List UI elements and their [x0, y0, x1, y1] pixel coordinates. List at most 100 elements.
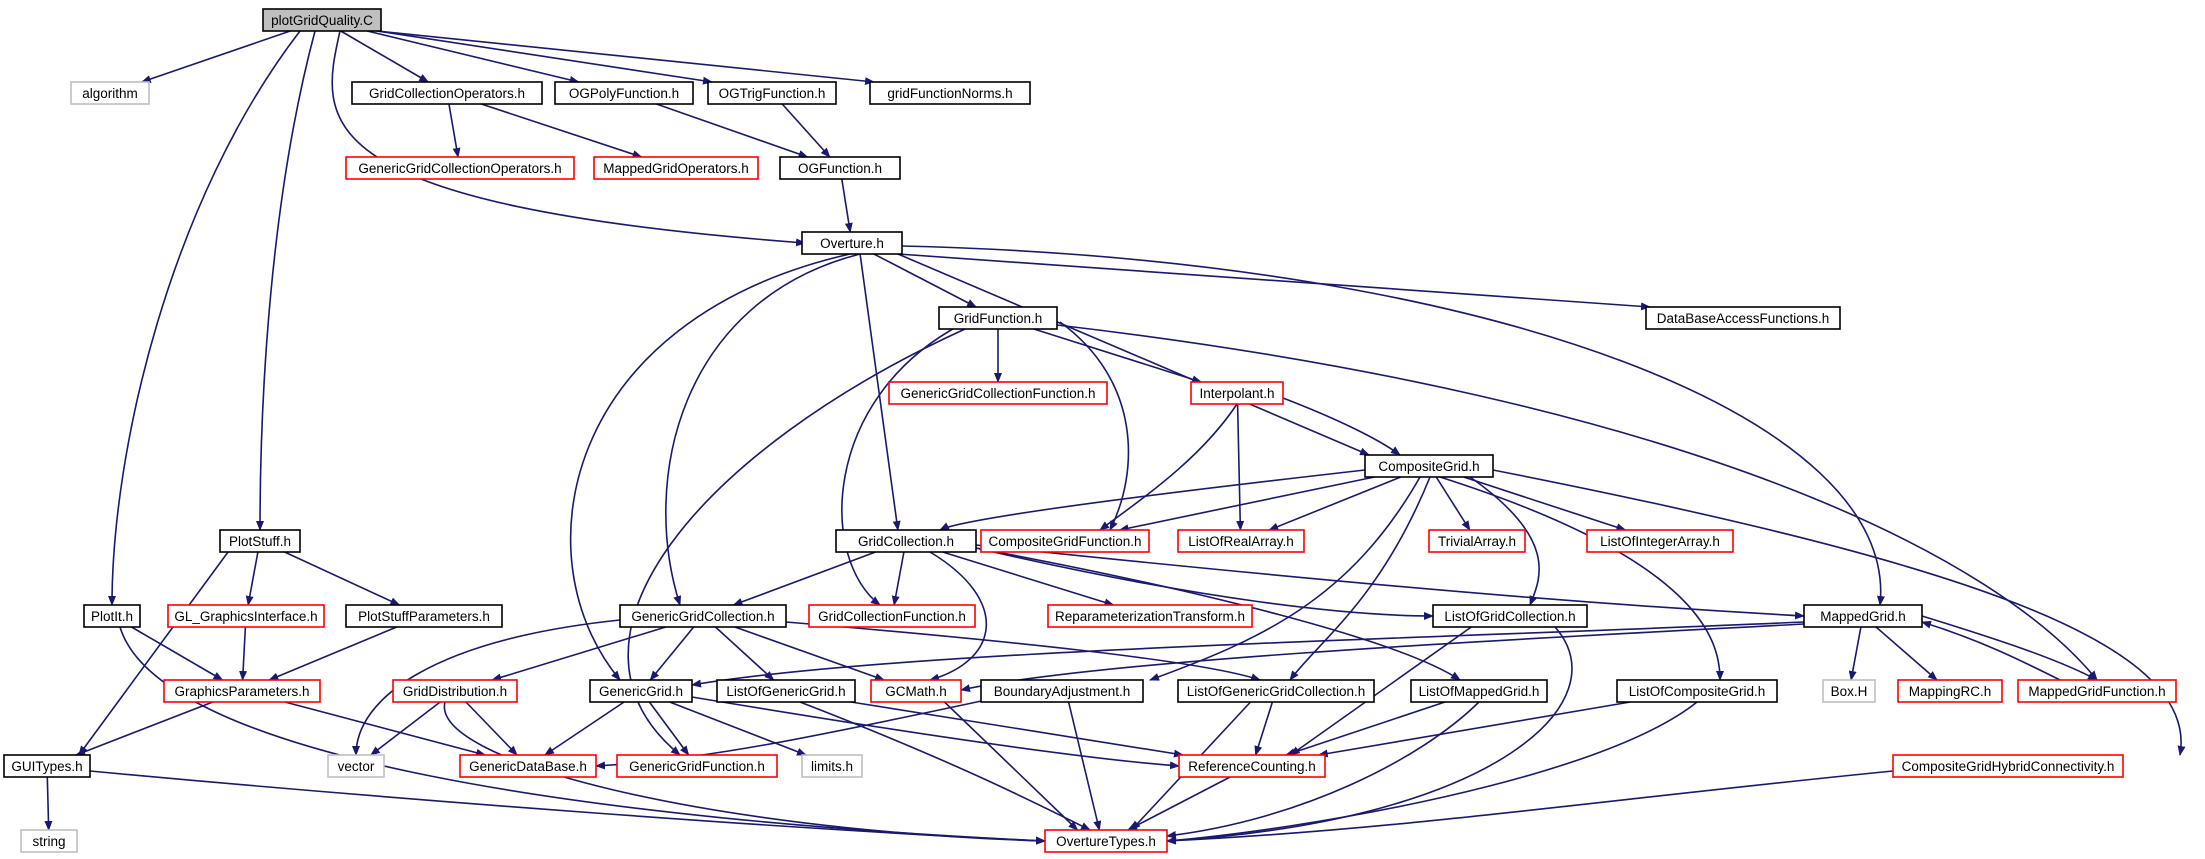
- node-box: [1586, 529, 1734, 553]
- edge-compositegrid-to-boundaryadjustment: [1149, 476, 1421, 681]
- node-compositegrid[interactable]: CompositeGrid.h: [1364, 454, 1494, 478]
- node-limits[interactable]: limits.h: [801, 754, 863, 778]
- edge-genericgrid-to-genericgridfunction: [648, 701, 690, 756]
- node-label: MappedGridOperators.h: [603, 161, 749, 176]
- node-gcmath[interactable]: GCMath.h: [870, 679, 962, 703]
- node-listofmappedgrid[interactable]: ListOfMappedGrid.h: [1410, 679, 1548, 703]
- edge-mappedgrid-to-gcmath: [960, 623, 1805, 693]
- node-mappedgridfunction[interactable]: MappedGridFunction.h: [2017, 679, 2177, 703]
- node-overturetypes[interactable]: OvertureTypes.h: [1044, 829, 1168, 853]
- node-box: [593, 156, 759, 180]
- node-mappedgrid[interactable]: MappedGrid.h: [1803, 604, 1923, 628]
- edge-listofmappedgrid-to-referencecounting: [1285, 701, 1446, 756]
- node-vector[interactable]: vector: [327, 754, 385, 778]
- node-plotgridquality[interactable]: plotGridQuality.C: [262, 8, 382, 32]
- node-label: PlotStuffParameters.h: [358, 609, 490, 624]
- node-label: vector: [338, 759, 375, 774]
- edge-listofcompositegrid-to-overturetypes: [1166, 701, 1698, 845]
- node-trivialarray[interactable]: TrivialArray.h: [1428, 529, 1526, 553]
- node-genericgridfunction[interactable]: GenericGridFunction.h: [616, 754, 778, 778]
- node-label: Overture.h: [820, 236, 884, 251]
- node-listofcompositegrid[interactable]: ListOfCompositeGrid.h: [1616, 679, 1778, 703]
- edge-interpolant-to-listofrealarray: [1236, 403, 1245, 531]
- node-listofgenericgridcollection[interactable]: ListOfGenericGridCollection.h: [1177, 679, 1375, 703]
- edge-gcmath-to-overturetypes: [943, 701, 1079, 831]
- node-label: limits.h: [811, 759, 853, 774]
- node-compositegridhybridconnectivity[interactable]: CompositeGridHybridConnectivity.h: [1892, 754, 2124, 778]
- node-box: [1410, 679, 1548, 703]
- node-mappedgridoperators[interactable]: MappedGridOperators.h: [593, 156, 759, 180]
- edge-mappedgridfunction-to-mappedgrid: [1921, 620, 2061, 681]
- node-box: [262, 8, 382, 32]
- node-label: PlotIt.h: [91, 609, 133, 624]
- edge-genericgridcollection-to-listofgenericgrid: [714, 626, 775, 681]
- node-label: GraphicsParameters.h: [174, 684, 309, 699]
- node-boundaryadjustment[interactable]: BoundaryAdjustment.h: [980, 679, 1144, 703]
- node-listofrealarray[interactable]: ListOfRealArray.h: [1177, 529, 1305, 553]
- node-label: MappedGrid.h: [1820, 609, 1906, 624]
- node-algorithm[interactable]: algorithm: [70, 81, 150, 105]
- node-label: CompositeGrid.h: [1378, 459, 1479, 474]
- edge-compositegrid-to-gridcollection: [939, 469, 1366, 531]
- node-reparameterizationtransform[interactable]: ReparameterizationTransform.h: [1047, 604, 1253, 628]
- edge-gridfunction-to-gridcollectionfunction: [841, 324, 961, 606]
- node-listofgenericgrid[interactable]: ListOfGenericGrid.h: [716, 679, 856, 703]
- edge-gridfunction-to-mappedgridfunction: [1056, 324, 2098, 681]
- node-box: [163, 679, 321, 703]
- node-gridfunctionnorms[interactable]: gridFunctionNorms.h: [869, 81, 1031, 105]
- edge-genericgridcollection-to-genericgrid: [649, 626, 695, 681]
- node-ogtrigfunction[interactable]: OGTrigFunction.h: [707, 81, 837, 105]
- node-gridcollectionoperators[interactable]: GridCollectionOperators.h: [351, 81, 543, 105]
- edge-ogfunction-to-overture: [841, 178, 853, 233]
- node-genericgridcollectionfunction[interactable]: GenericGridCollectionFunction.h: [888, 381, 1108, 405]
- edge-guitypes-to-overturetypes: [89, 770, 1046, 845]
- node-box: [707, 81, 837, 105]
- edge-mappedgrid-to-boxh: [1848, 626, 1862, 681]
- node-box: [1044, 829, 1168, 853]
- node-box: [1178, 754, 1326, 778]
- node-ogfunction[interactable]: OGFunction.h: [779, 156, 901, 180]
- edge-plotgridquality-to-overture: [331, 30, 806, 247]
- edge-compositegrid-to-trivialarray: [1435, 476, 1471, 531]
- node-genericdatabase[interactable]: GenericDataBase.h: [459, 754, 597, 778]
- edge-overture-to-genericgrid: [569, 253, 851, 681]
- node-box: [779, 156, 901, 180]
- edge-gridcollection-to-gcmath: [929, 551, 988, 682]
- node-label: ListOfMappedGrid.h: [1419, 684, 1540, 699]
- node-plotstuff[interactable]: PlotStuff.h: [219, 529, 301, 553]
- node-guitypes[interactable]: GUITypes.h: [3, 754, 91, 778]
- node-box: [589, 679, 693, 703]
- node-genericgrid[interactable]: GenericGrid.h: [589, 679, 693, 703]
- edge-graphicsparameters-to-guitypes: [75, 701, 214, 756]
- edge-referencecounting-to-overturetypes: [1127, 776, 1231, 831]
- node-box: [1047, 604, 1253, 628]
- node-genericgridcollection[interactable]: GenericGridCollection.h: [619, 604, 787, 628]
- node-overture[interactable]: Overture.h: [801, 231, 903, 255]
- node-mappingrc[interactable]: MappingRC.h: [1897, 679, 2003, 703]
- node-box: [619, 604, 787, 628]
- node-string[interactable]: string: [20, 829, 78, 853]
- node-griddistribution[interactable]: GridDistribution.h: [392, 679, 518, 703]
- node-listofgridcollection[interactable]: ListOfGridCollection.h: [1432, 604, 1588, 628]
- edges-layer: [44, 30, 2186, 845]
- edge-listofcompositegrid-to-referencecounting: [1317, 701, 1631, 758]
- node-plotit[interactable]: PlotIt.h: [83, 604, 141, 628]
- node-interpolant[interactable]: Interpolant.h: [1190, 381, 1284, 405]
- node-boxh[interactable]: Box.H: [1822, 679, 1876, 703]
- node-label: GCMath.h: [885, 684, 947, 699]
- node-gl-graphicsinterface[interactable]: GL_GraphicsInterface.h: [167, 604, 325, 628]
- node-compositegridfunction[interactable]: CompositeGridFunction.h: [980, 529, 1150, 553]
- node-graphicsparameters[interactable]: GraphicsParameters.h: [163, 679, 321, 703]
- node-gridcollection[interactable]: GridCollection.h: [835, 529, 977, 553]
- node-plotstuffparameters[interactable]: PlotStuffParameters.h: [345, 604, 503, 628]
- node-box: [980, 529, 1150, 553]
- edge-plotstuff-to-gl-graphicsinterface: [245, 551, 259, 606]
- node-genericgridcollectionoperators[interactable]: GenericGridCollectionOperators.h: [345, 156, 575, 180]
- node-gridfunction[interactable]: GridFunction.h: [938, 306, 1058, 330]
- node-gridcollectionfunction[interactable]: GridCollectionFunction.h: [808, 604, 976, 628]
- node-ogpolyfunction[interactable]: OGPolyFunction.h: [554, 81, 694, 105]
- node-referencecounting[interactable]: ReferenceCounting.h: [1178, 754, 1326, 778]
- node-label: OGPolyFunction.h: [569, 86, 679, 101]
- node-databaseaccessfunctions[interactable]: DataBaseAccessFunctions.h: [1645, 306, 1841, 330]
- node-listofintegerarray[interactable]: ListOfIntegerArray.h: [1586, 529, 1734, 553]
